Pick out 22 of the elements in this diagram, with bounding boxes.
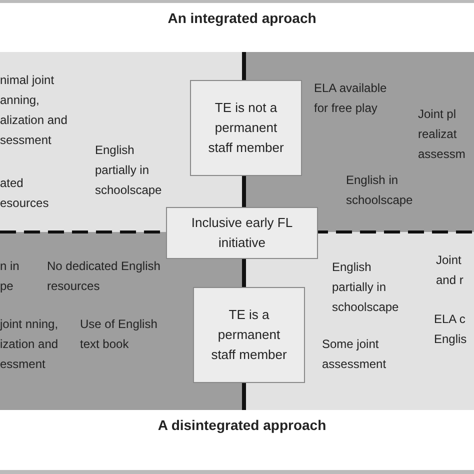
feature-text: n in pe <box>0 258 20 295</box>
box-text: TE is not a permanent staff member <box>207 99 285 157</box>
feature-text: Joint and r <box>436 252 464 289</box>
axis-title: An integrated aproach <box>167 9 317 28</box>
feature-text: ELA c Englis <box>434 311 468 348</box>
box-text: Inclusive early FL initiative <box>190 214 294 252</box>
feature-text: nimal joint anning, alization and sessment <box>0 72 68 149</box>
feature-text: Some joint assessment <box>322 336 388 373</box>
feature-text: ated esources <box>0 175 50 212</box>
condition-box <box>193 287 305 383</box>
box-text: TE is a permanent staff member <box>210 306 288 364</box>
feature-text: Joint pl realizat assessm <box>418 106 466 163</box>
feature-text: English partially in schoolscape <box>95 142 163 199</box>
condition-box <box>190 80 302 176</box>
feature-text: ELA available for free play <box>314 80 388 117</box>
condition-box <box>166 207 318 259</box>
feature-text: English in schoolscape <box>346 172 414 209</box>
axis-title: A disintegrated approach <box>157 416 327 435</box>
feature-text: English partially in schoolscape <box>332 259 400 316</box>
feature-text: No dedicated English resources <box>47 258 162 295</box>
feature-text: joint nning, ization and essment <box>0 316 60 373</box>
feature-text: Use of English text book <box>80 316 158 353</box>
